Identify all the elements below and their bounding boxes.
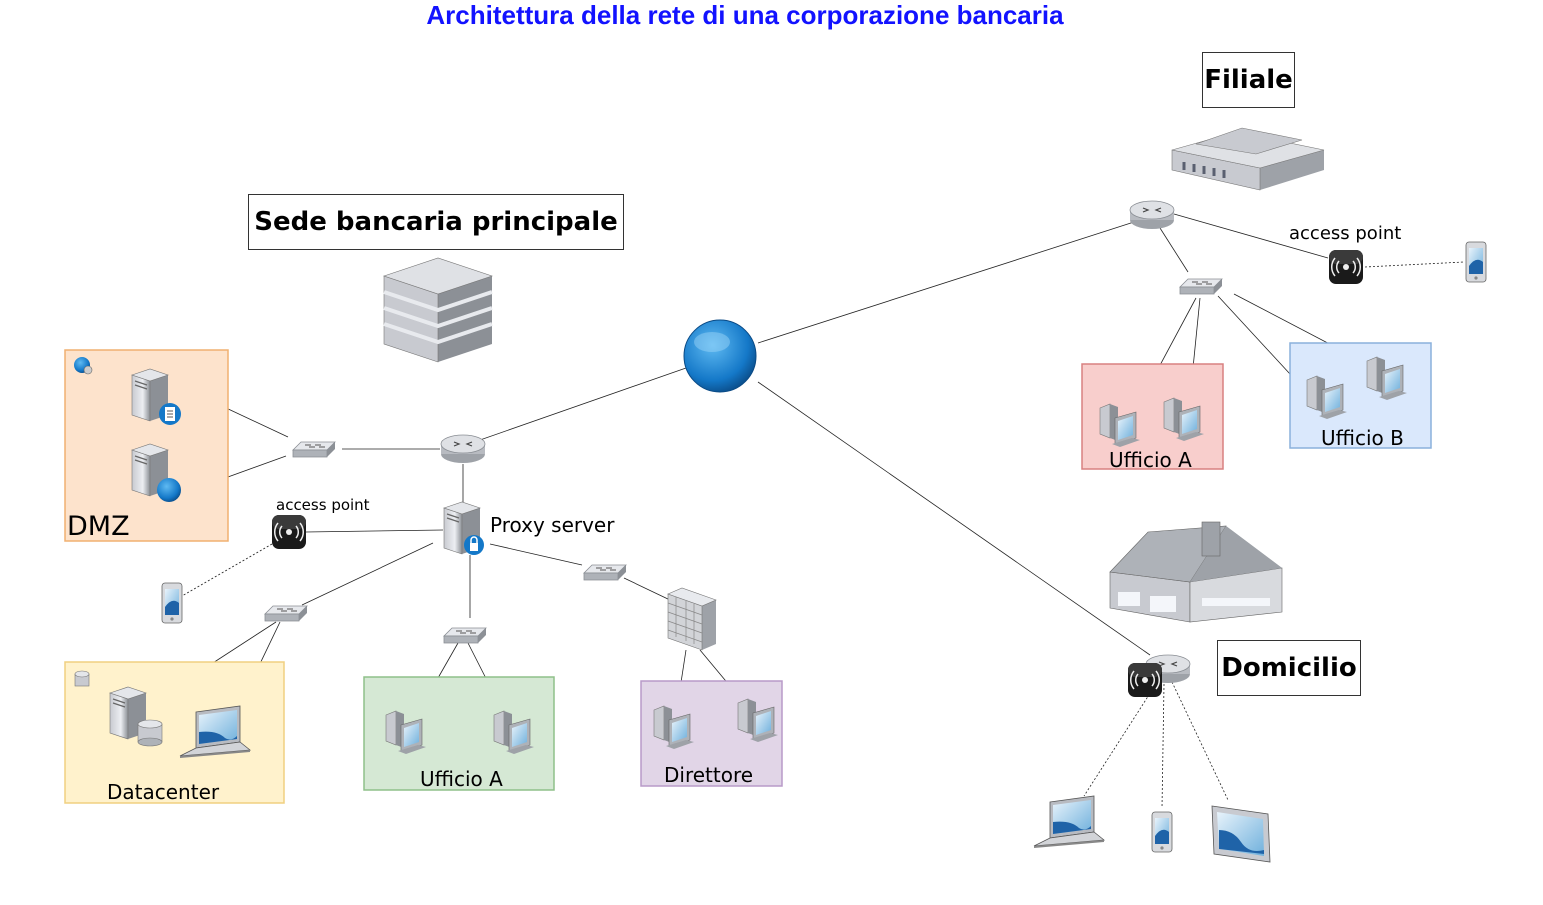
globe-icon <box>683 319 757 393</box>
phone-icon <box>1151 811 1173 853</box>
proxy-label: Proxy server <box>490 513 615 537</box>
office-a-label: Ufficio A <box>1109 448 1192 472</box>
bank-branch-icon <box>1171 127 1325 191</box>
switch-icon <box>292 441 336 458</box>
branch-label: Filiale <box>1202 52 1295 108</box>
house-icon <box>1109 521 1283 623</box>
switch-icon <box>583 564 627 581</box>
database-icon <box>137 719 163 747</box>
access-point-label: access point <box>276 496 370 514</box>
lock-badge-icon <box>464 535 484 555</box>
access-point-label: access point <box>1289 223 1402 244</box>
dmz-label: DMZ <box>67 511 130 542</box>
document-badge-icon <box>159 403 181 425</box>
main-site-label: Sede bancaria principale <box>248 194 624 250</box>
building-icon <box>383 257 493 363</box>
home-ap-icon <box>1127 662 1163 698</box>
access-point-icon <box>1328 249 1364 285</box>
laptop-icon <box>1033 795 1105 849</box>
tablet-icon <box>1211 805 1271 863</box>
home-label: Domicilio <box>1217 640 1361 696</box>
switch-icon <box>1179 278 1223 295</box>
office-b-label: Ufficio B <box>1321 426 1404 450</box>
phone-icon <box>161 582 183 624</box>
access-point-icon <box>271 514 307 550</box>
page-title: Architettura della rete di una corporazi… <box>426 0 1064 30</box>
web-badge-icon <box>157 478 181 502</box>
wireless-links <box>181 261 1465 809</box>
database-icon <box>74 670 90 687</box>
router-icon <box>1129 200 1175 230</box>
switch-icon <box>443 627 487 644</box>
office-a-label: Ufficio A <box>420 767 503 791</box>
firewall-icon <box>667 587 717 651</box>
datacenter-label: Datacenter <box>107 780 220 804</box>
globe-small-icon <box>74 357 93 375</box>
phone-icon <box>1465 241 1487 283</box>
datacenter-zone <box>64 661 285 804</box>
switch-icon <box>264 605 308 622</box>
router-icon <box>440 434 486 464</box>
director-label: Direttore <box>664 763 754 787</box>
